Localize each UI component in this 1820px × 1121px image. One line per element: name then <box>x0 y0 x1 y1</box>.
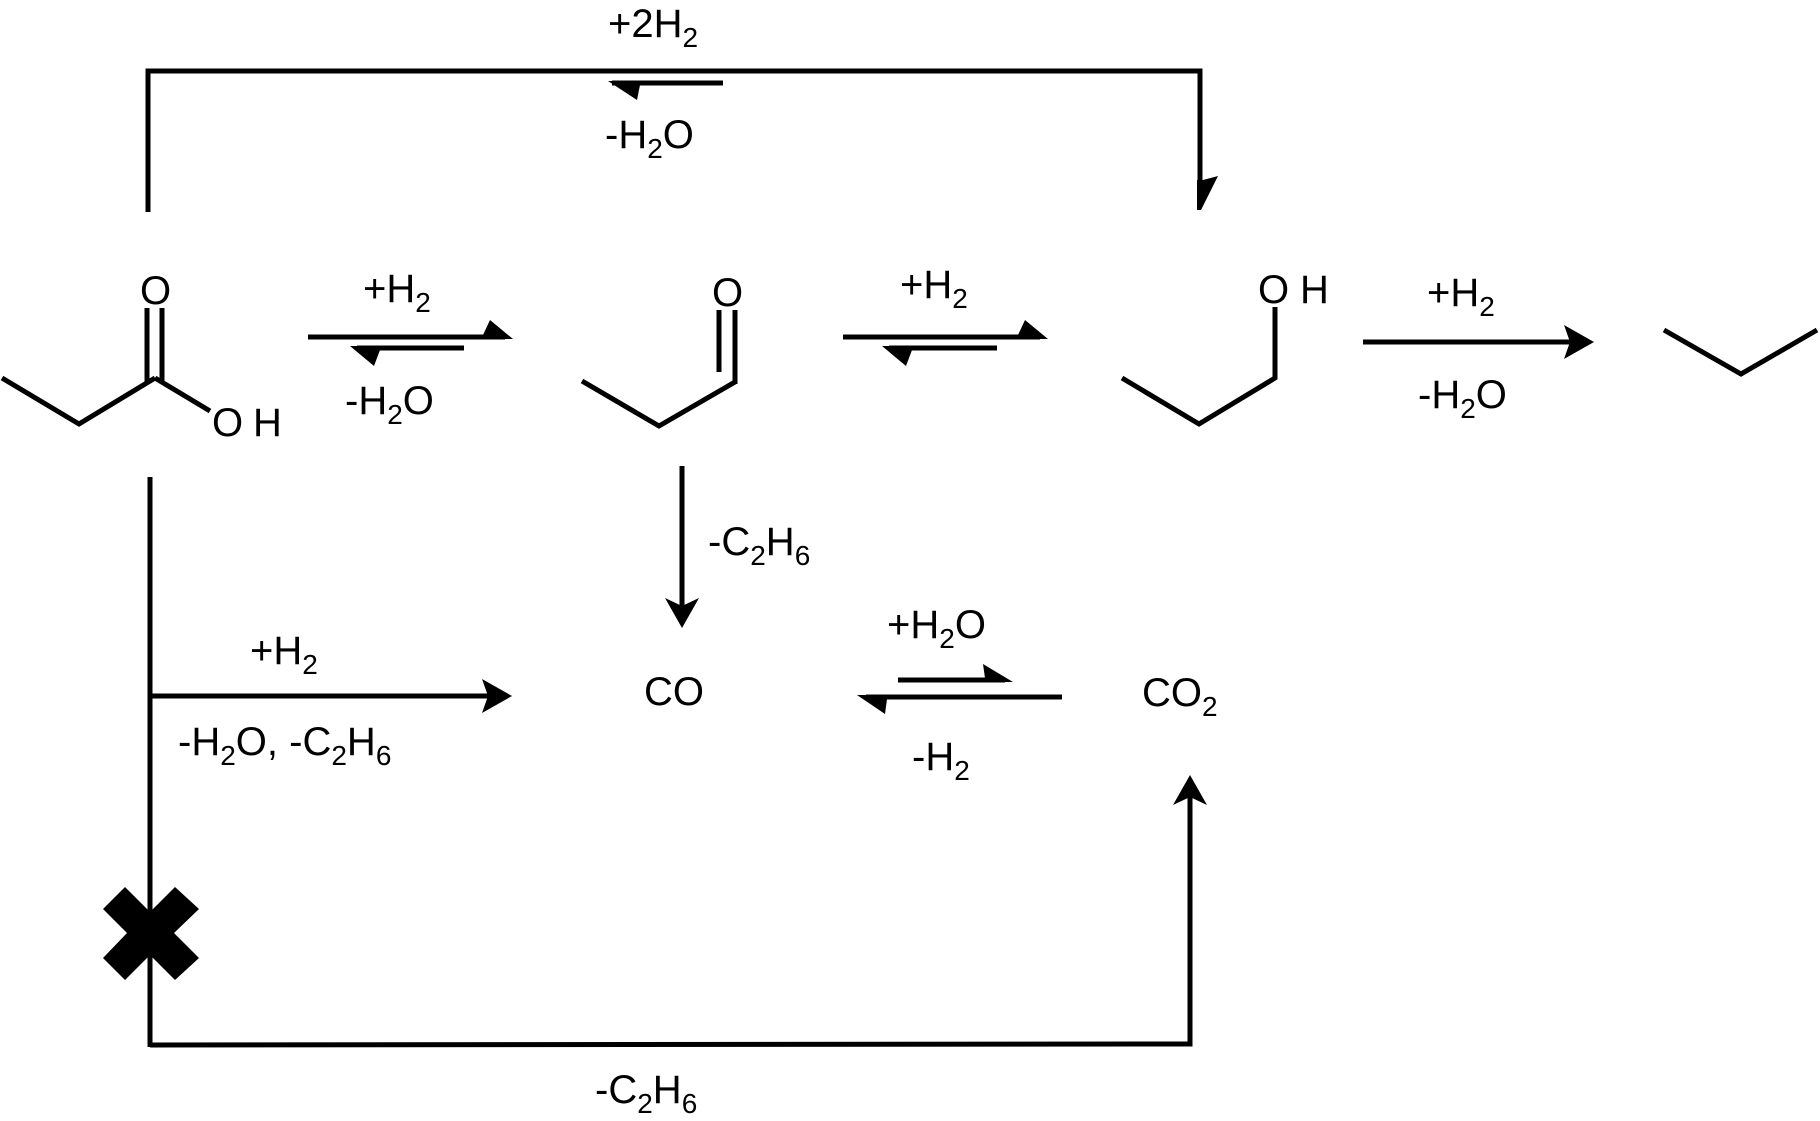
down-arrowhead <box>665 598 699 628</box>
reaction-aldehyde-to-co: -C2H6 <box>665 466 810 628</box>
acid-co-above-label: +H2 <box>250 629 318 680</box>
aldehyde-oxygen: O <box>712 271 743 315</box>
alcohol-oxygen: O <box>1258 268 1289 312</box>
propane-structure <box>1662 327 1819 377</box>
forward-half-head <box>983 664 1013 682</box>
reverse-half-head <box>350 346 380 366</box>
acid-c-oh-bond <box>153 375 212 414</box>
propanal-structure: O <box>580 271 743 429</box>
reaction-acid-to-co2-blocked: -C2H6 <box>103 775 1207 1119</box>
acid-hydroxyl-hydrogen: H <box>253 401 282 445</box>
aldehyde-alcohol-above-label: +H2 <box>900 263 968 314</box>
acid-aldehyde-above-label: +H2 <box>363 267 431 318</box>
reverse-half-head <box>857 695 887 714</box>
reaction-acid-to-aldehyde: +H2 -H2O <box>308 267 513 430</box>
acid-co-below-label: -H2O, -C2H6 <box>178 720 391 771</box>
top-bracket-reverse-half-head <box>608 81 640 100</box>
propanoic-acid-structure: O O H <box>0 269 282 445</box>
co-co2-below-label: -H2 <box>912 735 970 786</box>
reaction-acid-to-co: +H2 -H2O, -C2H6 <box>147 477 512 1047</box>
alcohol-carbon-chain <box>1120 307 1278 427</box>
co-label: CO <box>644 670 704 714</box>
blocked-path-line <box>149 795 1193 1048</box>
acid-carbonyl-oxygen: O <box>140 269 171 313</box>
propanol-structure: O H <box>1120 268 1329 427</box>
top-bracket-line <box>145 68 1203 212</box>
top-bracket-below-label: -H2O <box>605 113 694 164</box>
blocked-path-label: -C2H6 <box>595 1068 697 1119</box>
alcohol-hydrogen: H <box>1300 268 1329 312</box>
forward-arrowhead <box>1564 325 1594 359</box>
reaction-acid-to-alcohol-direct: +2H2 -H2O <box>145 2 1218 212</box>
acid-carbon-chain <box>0 375 157 427</box>
reaction-co-to-co2: +H2O -H2 <box>857 603 1062 786</box>
reaction-aldehyde-to-alcohol: +H2 <box>843 263 1048 366</box>
aldehyde-carbon-chain <box>580 378 737 429</box>
top-bracket-above-label: +2H2 <box>608 2 698 53</box>
acid-aldehyde-below-label: -H2O <box>345 379 434 430</box>
co2-label: CO2 <box>1142 671 1218 722</box>
alcohol-propane-above-label: +H2 <box>1427 271 1495 322</box>
acid-co-arrowhead <box>482 679 512 713</box>
forward-half-head <box>483 320 513 339</box>
acid-hydroxyl-oxygen: O <box>212 401 243 445</box>
co-co2-above-label: +H2O <box>887 603 986 654</box>
reaction-alcohol-to-propane: +H2 -H2O <box>1363 271 1594 424</box>
alcohol-propane-below-label: -H2O <box>1418 373 1507 424</box>
forward-half-head <box>1018 320 1048 339</box>
cross-icon <box>103 887 199 980</box>
top-bracket-half-arrowhead <box>1197 176 1218 210</box>
reverse-half-head <box>882 346 912 366</box>
propane-carbon-chain <box>1662 327 1819 377</box>
blocked-path-arrowhead <box>1173 775 1207 805</box>
aldehyde-co-side-label: -C2H6 <box>708 520 810 571</box>
